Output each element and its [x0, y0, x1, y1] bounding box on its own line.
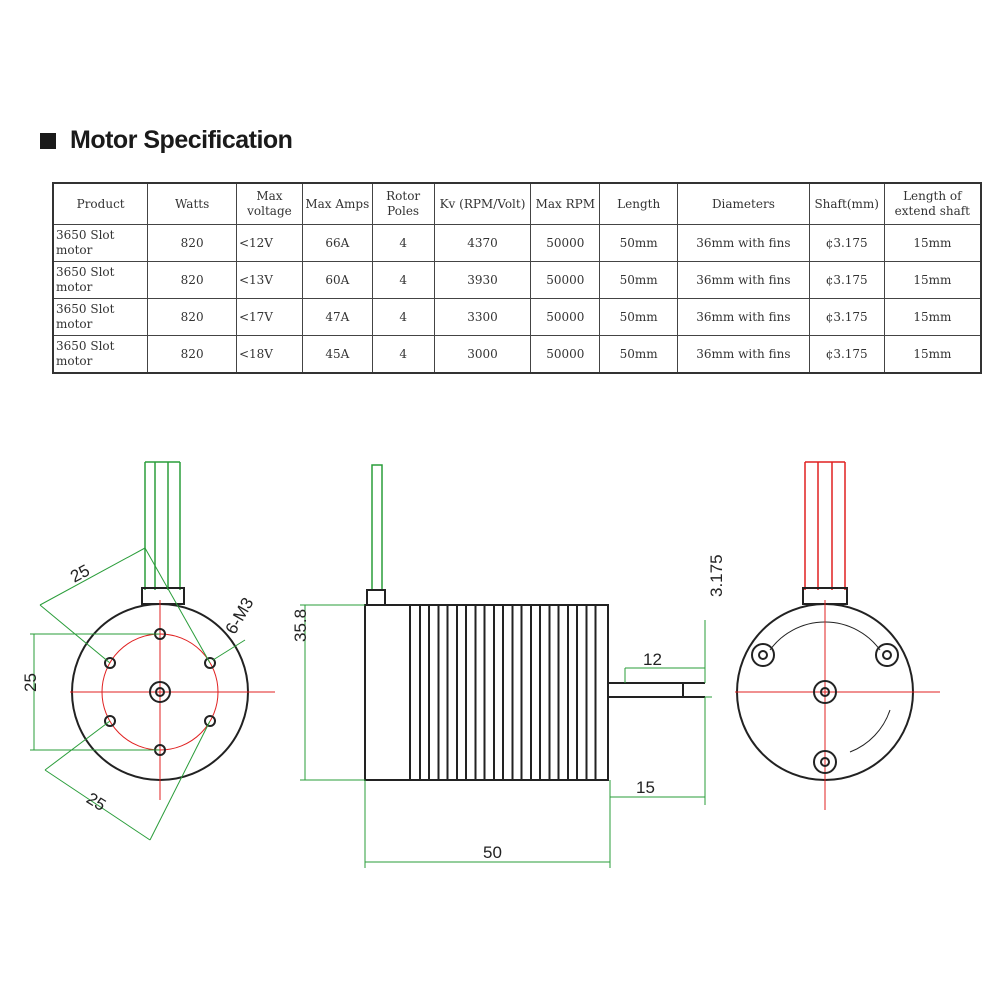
table-cell: ¢3.175 — [808, 298, 885, 336]
column-header: Kv (RPM/Volt) — [433, 182, 532, 225]
table-cell: 47A — [301, 298, 373, 336]
cooling-fin-slot — [493, 604, 504, 781]
table-cell: 820 — [147, 298, 237, 336]
column-header: Rotor Poles — [371, 182, 435, 225]
table-cell: 50mm — [599, 224, 679, 262]
table-cell: <18V — [235, 335, 303, 374]
table-cell: 36mm with fins — [677, 335, 810, 374]
cooling-fin-slot — [437, 604, 449, 781]
cooling-fin-slot — [548, 604, 560, 781]
table-cell: 820 — [147, 335, 237, 374]
table-cell: 15mm — [883, 335, 982, 374]
cooling-fin-slot — [456, 604, 467, 781]
cooling-fin-slot — [419, 604, 430, 781]
table-cell: 3000 — [433, 335, 532, 374]
dim-hole-pitch-c: 25 — [83, 789, 109, 815]
cooling-fin-slot — [511, 604, 523, 781]
table-cell: 4 — [371, 261, 435, 299]
table-cell: 4 — [371, 298, 435, 336]
section-title: Motor Specification — [40, 126, 293, 155]
table-cell: 50000 — [530, 261, 601, 299]
dim-body-diameter: 35.8 — [291, 609, 310, 642]
table-cell: 3650 Slot motor — [52, 261, 149, 299]
table-cell: 15mm — [883, 298, 982, 336]
cooling-fin-slot — [585, 604, 597, 781]
side-view — [300, 464, 712, 868]
table-cell: 50000 — [530, 224, 601, 262]
table-cell: <12V — [235, 224, 303, 262]
table-cell: 50000 — [530, 298, 601, 336]
table-cell: 3650 Slot motor — [52, 335, 149, 374]
cooling-fin-slot — [530, 604, 541, 781]
dim-holes: 6-M3 — [222, 594, 258, 637]
column-header: Product — [52, 182, 149, 225]
rear-view — [735, 461, 940, 810]
dim-length: 50 — [483, 843, 502, 862]
table-cell: ¢3.175 — [808, 335, 885, 374]
table-cell: 36mm with fins — [677, 298, 810, 336]
cooling-fin-slot — [474, 604, 486, 781]
table-cell: 36mm with fins — [677, 224, 810, 262]
table-cell: <13V — [235, 261, 303, 299]
table-cell: 50mm — [599, 335, 679, 374]
table-cell: 820 — [147, 224, 237, 262]
front-view — [30, 461, 275, 841]
table-cell: 3650 Slot motor — [52, 224, 149, 262]
table-cell: 3930 — [433, 261, 532, 299]
title-text: Motor Specification — [70, 126, 293, 154]
table-cell: 50mm — [599, 298, 679, 336]
dim-shaft-flat: 12 — [643, 650, 662, 669]
column-header: Diameters — [677, 182, 810, 225]
cooling-fin-slot — [567, 604, 578, 781]
dim-shaft-diameter: 3.175 — [707, 554, 726, 597]
table-cell: 4 — [371, 335, 435, 374]
table-cell: 15mm — [883, 224, 982, 262]
table-cell: <17V — [235, 298, 303, 336]
table-cell: 3650 Slot motor — [52, 298, 149, 336]
column-header: Max voltage — [235, 182, 303, 225]
bullet-square-icon — [40, 132, 56, 149]
dim-shaft-extension: 15 — [636, 778, 655, 797]
table-cell: ¢3.175 — [808, 261, 885, 299]
dim-hole-pitch-a: 25 — [67, 561, 93, 587]
table-cell: ¢3.175 — [808, 224, 885, 262]
table-cell: 820 — [147, 261, 237, 299]
table-cell: 60A — [301, 261, 373, 299]
dim-hole-pitch-b: 25 — [21, 673, 40, 692]
table-cell: 3300 — [433, 298, 532, 336]
